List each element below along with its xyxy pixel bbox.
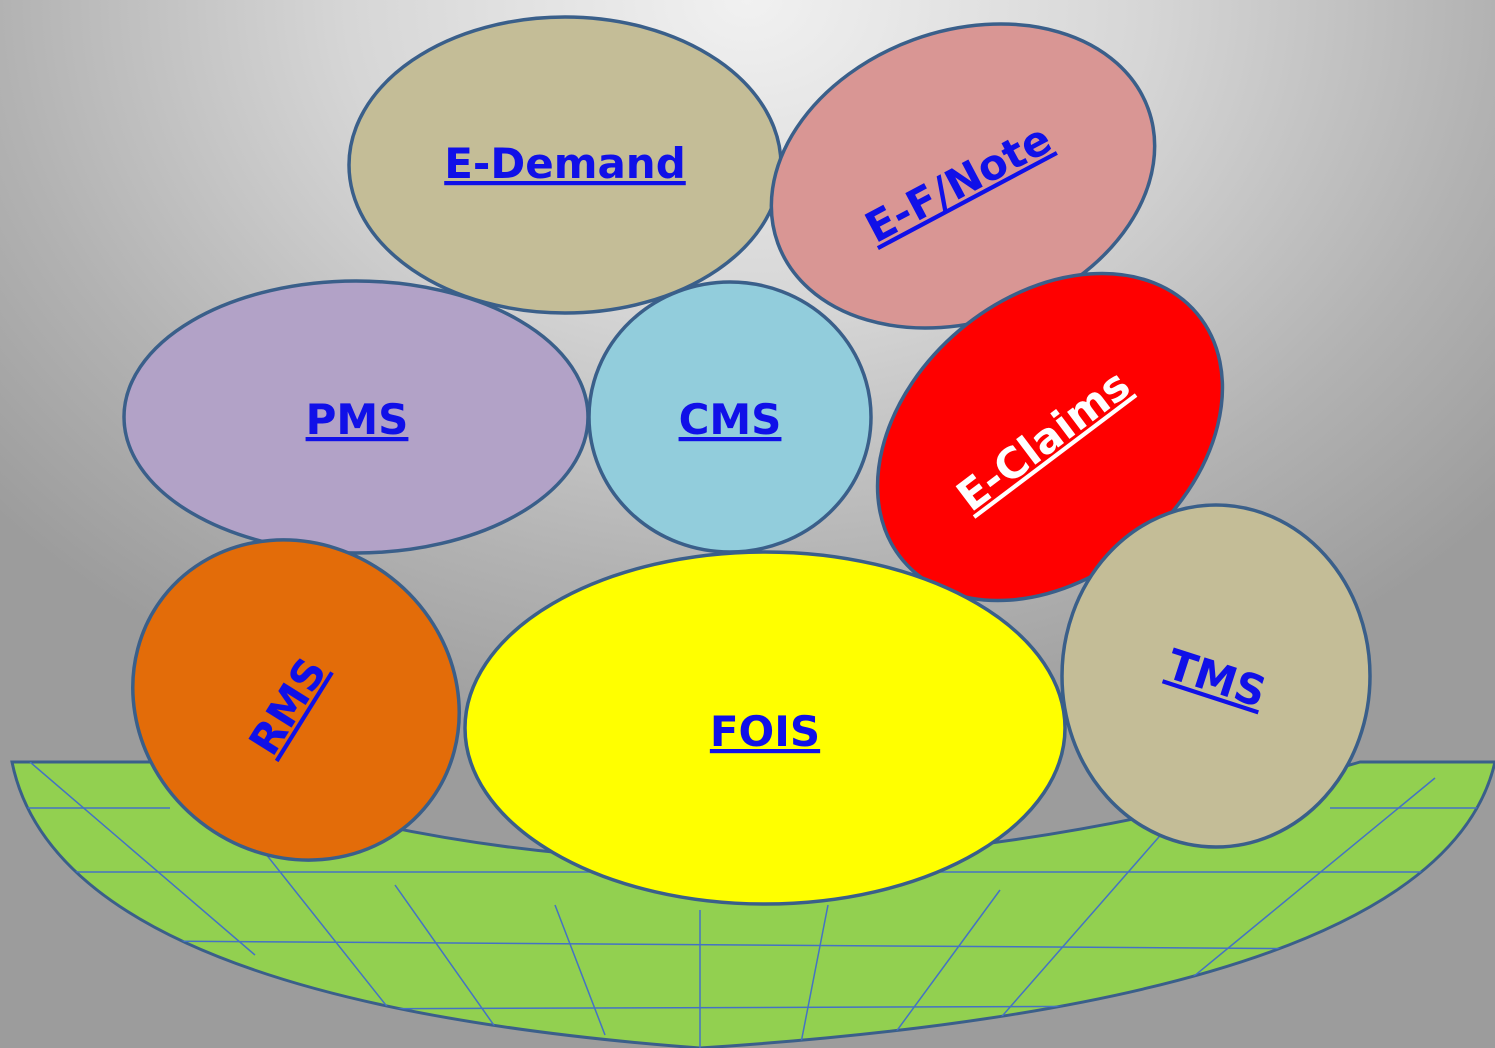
bubble-fois[interactable]: FOIS xyxy=(463,550,1067,906)
bubble-e-f-note[interactable]: E-F/Note xyxy=(728,0,1197,380)
bubble-e-demand[interactable]: E-Demand xyxy=(347,15,783,315)
link-pms[interactable]: PMS xyxy=(306,395,409,444)
bubble-fois-shape[interactable] xyxy=(463,550,1067,906)
bubble-e-claims[interactable]: E-Claims xyxy=(813,206,1287,667)
bubble-rms[interactable]: RMS xyxy=(68,474,524,925)
link-cms[interactable]: CMS xyxy=(679,395,782,444)
bubble-cms[interactable]: CMS xyxy=(587,280,873,554)
bubble-pms[interactable]: PMS xyxy=(122,279,590,555)
link-e-demand[interactable]: E-Demand xyxy=(444,139,686,188)
bubble-tms-shape[interactable] xyxy=(1060,503,1372,849)
bubble-tms[interactable]: TMS xyxy=(1060,503,1372,849)
bubble-rms-shape[interactable] xyxy=(68,474,524,925)
link-fois[interactable]: FOIS xyxy=(710,707,820,756)
